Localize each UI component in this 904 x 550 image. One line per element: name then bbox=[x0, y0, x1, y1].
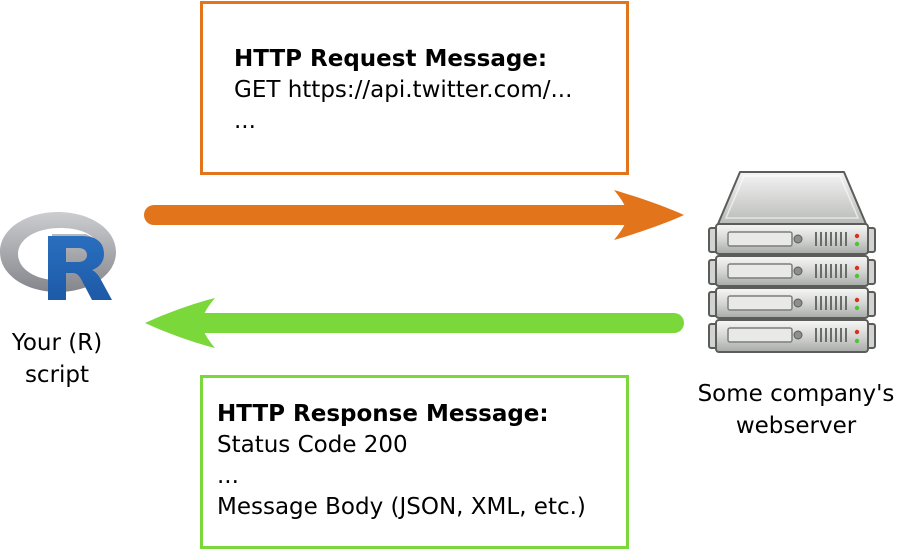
response-title: HTTP Response Message: bbox=[217, 401, 549, 427]
client-label-line: script bbox=[24, 362, 90, 388]
response-line: Message Body (JSON, XML, etc.) bbox=[217, 494, 586, 520]
response-line: ... bbox=[217, 463, 239, 489]
server-stack-icon bbox=[708, 171, 876, 353]
http-response-box: HTTP Response Message: Status Code 200 .… bbox=[200, 375, 629, 549]
client-label: Your (R) script bbox=[0, 327, 114, 391]
r-logo-icon bbox=[0, 212, 116, 300]
request-title: HTTP Request Message: bbox=[234, 46, 548, 72]
request-line: ... bbox=[234, 108, 256, 134]
request-arrow bbox=[144, 190, 684, 240]
response-arrow bbox=[145, 298, 684, 348]
request-line: GET https://api.twitter.com/... bbox=[234, 77, 573, 103]
server-label: Some company's webserver bbox=[684, 378, 904, 442]
client-label-line: Your (R) bbox=[11, 330, 103, 356]
http-request-box: HTTP Request Message: GET https://api.tw… bbox=[200, 1, 629, 175]
server-label-line: Some company's bbox=[697, 381, 895, 407]
server-label-line: webserver bbox=[735, 413, 857, 439]
response-line: Status Code 200 bbox=[217, 432, 408, 458]
